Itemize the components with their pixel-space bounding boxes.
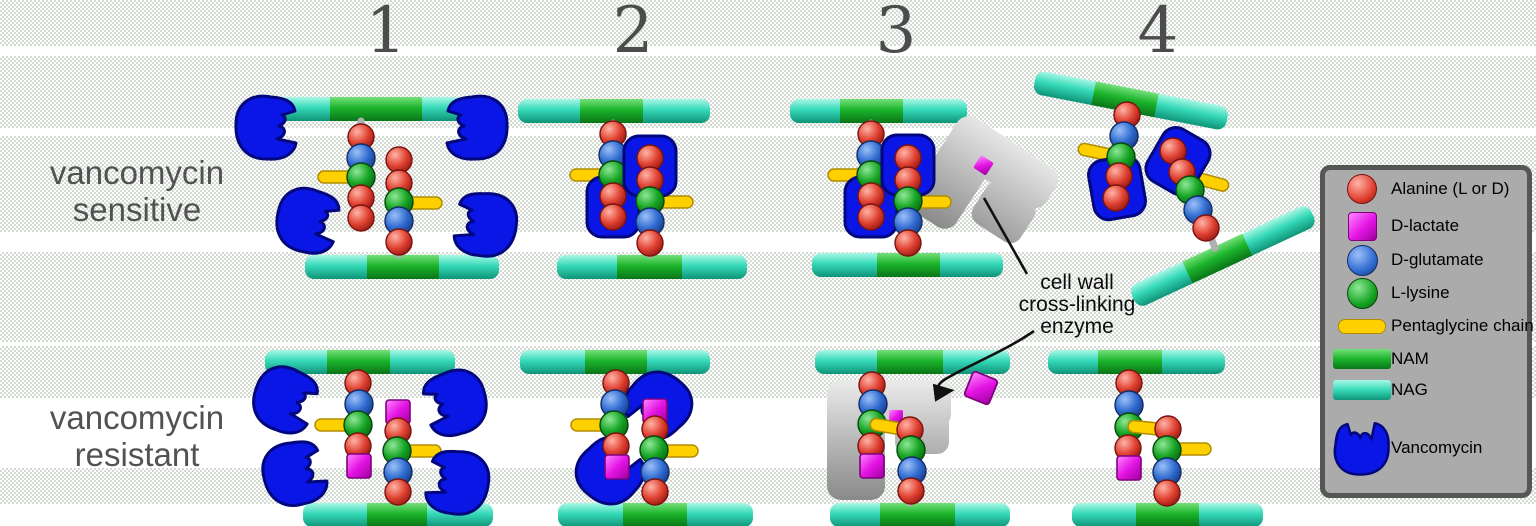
depsipeptide-chain	[639, 398, 699, 507]
legend-label: NAM	[1391, 349, 1429, 368]
vancomycin-icon	[417, 362, 495, 443]
d-glutamate-sphere-icon	[1346, 244, 1378, 276]
enzyme-annotation-line1: cell wall	[1040, 271, 1114, 294]
nag-nam-strand-bottom	[1072, 503, 1263, 526]
step-number-2: 2	[612, 0, 654, 68]
pentaglycine-pill-icon	[1338, 318, 1386, 334]
panel-sensitive-step4	[1033, 71, 1315, 306]
panel-sensitive-step2	[518, 99, 747, 279]
legend-label: L-lysine	[1391, 283, 1450, 302]
annotation-arrow-bottom	[932, 329, 1035, 402]
legend-item-nam: NAM	[1333, 344, 1523, 374]
pentapeptide-chain	[317, 117, 376, 232]
nag-nam-strand-top-tilted	[1033, 71, 1228, 130]
legend-label: Alanine (L or D)	[1391, 179, 1510, 198]
nag-nam-strand-bottom-tilted	[1130, 206, 1315, 306]
depsipeptide-chain	[382, 399, 442, 507]
panel-resistant-step4	[1048, 350, 1263, 526]
d-lactate-site-icon	[973, 155, 994, 175]
transparency-checker-band	[0, 0, 1536, 46]
nag-nam-strand-top	[815, 350, 1010, 374]
nag-nam-strand-bottom	[830, 503, 1010, 526]
transparency-checker-band	[0, 468, 1536, 504]
pentapeptide-chain	[1144, 126, 1230, 252]
row-label-resistant: vancomycin resistant	[2, 399, 272, 473]
nam-bar-icon	[1333, 349, 1391, 369]
cross-linking-enzyme-active	[827, 380, 951, 500]
legend-label: NAG	[1391, 380, 1428, 399]
nag-nam-strand-top	[518, 99, 710, 123]
legend-item-l-lysine: L-lysine	[1333, 277, 1523, 309]
nag-nam-strand-top	[1048, 350, 1225, 374]
pentapeptide-chain	[827, 119, 899, 239]
transparency-checker-band	[0, 252, 1536, 342]
panel-sensitive-step1	[234, 94, 522, 279]
legend-item-alanine: Alanine (L or D)	[1333, 174, 1523, 204]
legend-item-vancomycin: Vancomycin	[1333, 415, 1523, 481]
enzyme-annotation-line2: cross-linking	[1018, 293, 1136, 316]
nag-nam-strand-bottom	[558, 503, 753, 526]
nag-nam-strand-top	[265, 350, 455, 374]
row-label-sensitive: vancomycin sensitive	[2, 154, 272, 228]
step-number-3: 3	[875, 0, 917, 68]
pentapeptide-chain	[880, 133, 952, 257]
legend-label: D-lactate	[1391, 216, 1460, 235]
panel-resistant-step2	[520, 350, 753, 526]
pentapeptide-chain	[1077, 101, 1147, 222]
d-lactate-icon	[604, 454, 630, 480]
alanine-sphere-icon	[1347, 174, 1377, 204]
row-label-resistant-line2: resistant	[74, 436, 200, 473]
panel-resistant-step1	[243, 350, 495, 526]
vancomycin-icon	[234, 94, 298, 161]
legend-label: Pentaglycine chain	[1391, 316, 1534, 335]
nag-nam-strand-top	[255, 97, 497, 121]
d-lactate-icon	[1116, 455, 1142, 481]
annotation-arrow-top	[982, 197, 1029, 275]
pentapeptide-chain	[622, 134, 694, 259]
depsipeptide-chain	[570, 369, 630, 480]
depsipeptide-chain	[314, 369, 374, 479]
legend-item-nag: NAG	[1333, 375, 1523, 405]
legend-label: D-glutamate	[1391, 250, 1484, 269]
legend-item-d-lactate: D-lactate	[1333, 211, 1523, 241]
row-label-sensitive-line2: sensitive	[72, 191, 202, 228]
vancomycin-icon	[445, 94, 509, 161]
nag-nam-strand-top	[790, 99, 967, 123]
row-label-resistant-line1: vancomycin	[49, 399, 225, 436]
vancomycin-icon	[269, 181, 345, 259]
legend-box: Alanine (L or D) D-lactate D-glutamate L…	[1320, 165, 1534, 498]
enzyme-annotation-line3: enzyme	[1040, 315, 1114, 338]
panel-sensitive-step3	[790, 99, 1059, 277]
d-lactate-icon	[859, 453, 885, 479]
step-number-4: 4	[1137, 0, 1179, 68]
acceptor-chain	[1152, 415, 1212, 507]
l-lysine-sphere-icon	[1346, 277, 1378, 309]
nag-nam-strand-bottom	[305, 255, 499, 279]
pentapeptide-chain	[569, 119, 641, 239]
pentapeptide-chain	[384, 146, 443, 259]
d-lactate-square-icon	[1347, 211, 1377, 241]
nag-bar-icon	[1333, 380, 1391, 400]
nag-nam-strand-bottom	[812, 253, 1003, 277]
legend-item-d-glutamate: D-glutamate	[1333, 244, 1523, 276]
step-number-1: 1	[365, 0, 407, 68]
enzyme-annotation: cell wall cross-linking enzyme	[982, 272, 1172, 338]
vancomycin-icon	[450, 187, 522, 262]
d-lactate-site-icon	[889, 410, 903, 424]
nag-nam-strand-bottom	[557, 255, 747, 279]
d-lactate-icon	[346, 453, 372, 479]
panel-resistant-step3	[815, 329, 1035, 526]
legend-label: Vancomycin	[1391, 438, 1483, 457]
legend-item-pentaglycine: Pentaglycine chain	[1333, 311, 1534, 341]
row-label-sensitive-line1: vancomycin	[49, 154, 225, 191]
vancomycin-shape-icon	[1333, 421, 1390, 476]
depsipeptide-chain	[1114, 369, 1144, 481]
released-d-lactate-icon	[962, 369, 1000, 407]
acceptor-chain	[896, 416, 927, 507]
